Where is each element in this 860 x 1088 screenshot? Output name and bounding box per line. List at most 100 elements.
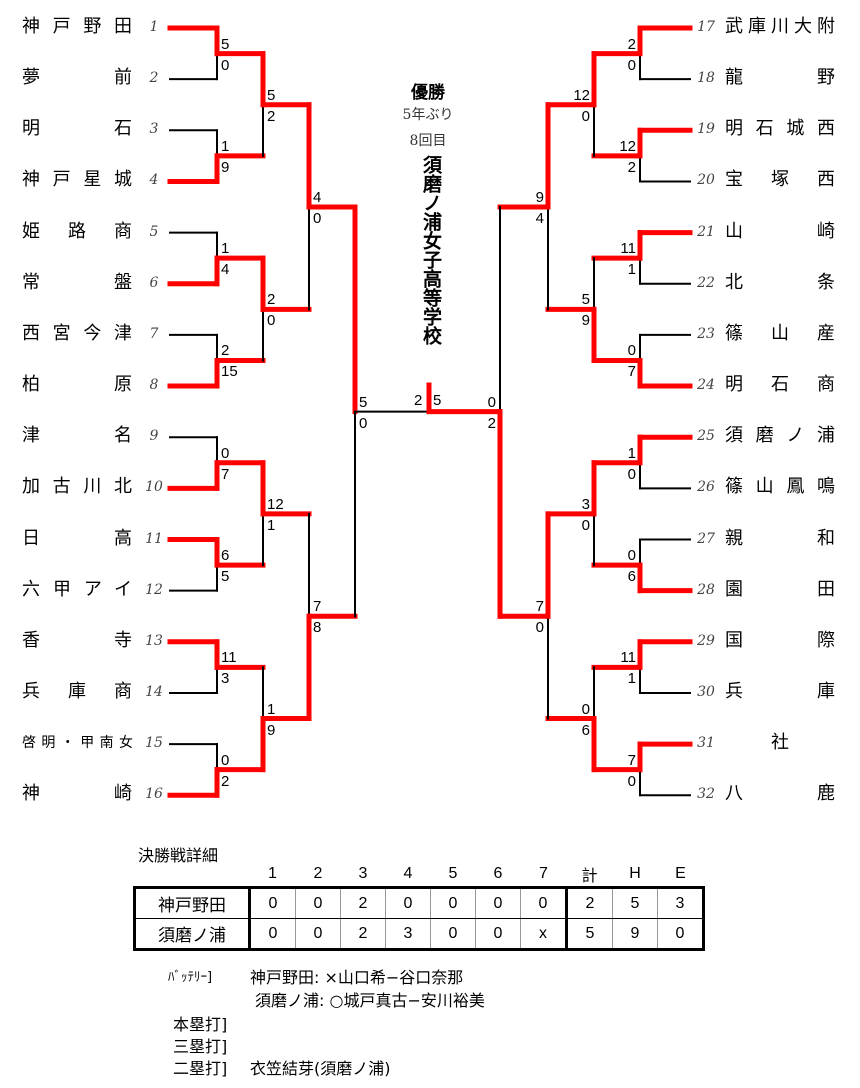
team-name: 園田: [725, 578, 835, 600]
battery-team1: 神戸野田: ×山口希−谷口奈那: [250, 968, 464, 987]
match-score-top: 11: [620, 649, 636, 667]
match-score-top: 1: [627, 444, 636, 462]
linescore-header-cell: 2: [313, 865, 323, 882]
linescore-header-cell: 1: [268, 865, 277, 882]
team-name: 姫路商: [22, 220, 132, 242]
team-seed: 6: [149, 274, 159, 291]
match-score-top: 12: [619, 137, 636, 155]
match-score-bottom: 4: [221, 261, 230, 279]
champion-years: 5年ぶり: [402, 107, 454, 123]
team-name: 西宮今津: [22, 322, 132, 344]
linescore-team: 須磨ノ浦: [134, 918, 251, 950]
match-score-bottom: 0: [627, 56, 636, 74]
team-name: 社: [771, 732, 789, 754]
champion-count: 8回目: [409, 133, 447, 149]
match-score-top: 2: [221, 342, 230, 360]
team-name: 日高: [22, 527, 132, 549]
final-detail-title: 決勝戦詳細: [138, 846, 219, 865]
team-seed: 31: [697, 735, 715, 752]
team-name: 兵庫: [725, 680, 835, 702]
linescore-cell: 0: [430, 887, 476, 919]
match-score-bottom: 0: [581, 516, 590, 534]
linescore-cell: 0: [249, 887, 296, 919]
team-name: 武庫川大附: [725, 16, 835, 37]
linescore-cell: 0: [295, 918, 341, 950]
linescore-header-cell: E: [675, 865, 686, 882]
match-score-bottom: 7: [627, 363, 636, 381]
linescore-header-cell: 計: [581, 868, 598, 885]
team-seed: 29: [697, 632, 715, 649]
team-name: 加古川北: [22, 476, 132, 498]
match-score-bottom: 0: [627, 465, 636, 483]
team-seed: 13: [145, 632, 163, 649]
match-score-top: 7: [313, 598, 322, 616]
linescore-cell: 5: [565, 918, 613, 950]
final-score-left: 2: [414, 392, 423, 409]
match-score-bottom: 9: [221, 158, 230, 176]
team-seed: 19: [697, 121, 715, 138]
match-score-top: 1: [221, 137, 230, 155]
match-score-bottom: 2: [627, 158, 636, 176]
match-score-top: 0: [221, 751, 230, 769]
team-name: 親和: [725, 527, 835, 549]
team-name: 常盤: [22, 271, 132, 293]
team-name: 篠山鳳鳴: [725, 476, 835, 498]
team-name: 須磨ノ浦: [725, 425, 835, 447]
team-name: 神戸星城: [22, 169, 132, 191]
team-seed: 8: [149, 377, 159, 394]
battery-label: ﾊﾞｯﾃﾘｰ]: [168, 970, 213, 985]
linescore-header-cell: 6: [493, 865, 503, 882]
team-name: 六甲アイ: [22, 578, 132, 600]
match-score-top: 5: [581, 291, 590, 309]
match-score-bottom: 2: [267, 107, 276, 125]
champion-title: 優勝: [411, 83, 445, 103]
match-score-top: 0: [581, 700, 590, 718]
match-score-bottom: 8: [313, 619, 322, 637]
match-score-top: 0: [487, 393, 496, 411]
linescore-cell: 0: [520, 887, 567, 919]
linescore-cell: 0: [475, 918, 521, 950]
match-score-top: 2: [267, 291, 276, 309]
team-name: 柏原: [22, 374, 132, 396]
home-run-label: 本塁打]: [173, 1015, 228, 1034]
final-score-right: 5: [433, 392, 442, 409]
match-score-bottom: 9: [581, 312, 590, 330]
match-score-bottom: 1: [627, 261, 636, 279]
team-seed: 32: [697, 786, 715, 803]
match-score-bottom: 2: [221, 772, 230, 790]
team-name: 八鹿: [725, 783, 835, 805]
team-name: 明石: [22, 118, 132, 140]
team-seed: 16: [145, 786, 163, 803]
match-score-top: 7: [535, 598, 544, 616]
match-score-bottom: 2: [487, 414, 496, 432]
match-score-bottom: 7: [221, 465, 230, 483]
match-score-bottom: 0: [581, 107, 590, 125]
linescore-cell: 3: [657, 887, 704, 919]
team-seed: 21: [697, 223, 715, 240]
match-score-top: 7: [627, 751, 636, 769]
match-score-bottom: 1: [627, 670, 636, 688]
linescore-cell: 0: [430, 918, 476, 950]
match-score-top: 5: [221, 35, 230, 53]
team-name: 明石商: [725, 374, 835, 396]
team-name: 北条: [725, 271, 835, 293]
match-score-bottom: 0: [267, 312, 276, 330]
team-name: 篠山産: [725, 322, 835, 344]
team-seed: 20: [697, 172, 715, 189]
linescore-cell: 2: [340, 887, 386, 919]
match-score-bottom: 5: [221, 568, 230, 586]
match-score-bottom: 6: [581, 721, 590, 739]
linescore-cell: 0: [295, 887, 341, 919]
match-score-top: 5: [359, 393, 368, 411]
team-seed: 18: [697, 70, 715, 87]
team-seed: 9: [149, 428, 159, 445]
match-score-top: 0: [627, 547, 636, 565]
match-score-bottom: 0: [359, 414, 368, 432]
team-seed: 27: [697, 530, 715, 547]
linescore-cell: 9: [612, 918, 658, 950]
team-seed: 15: [145, 735, 163, 752]
battery-team2: 須磨ノ浦: ○城戸真古−安川裕美: [255, 991, 485, 1010]
